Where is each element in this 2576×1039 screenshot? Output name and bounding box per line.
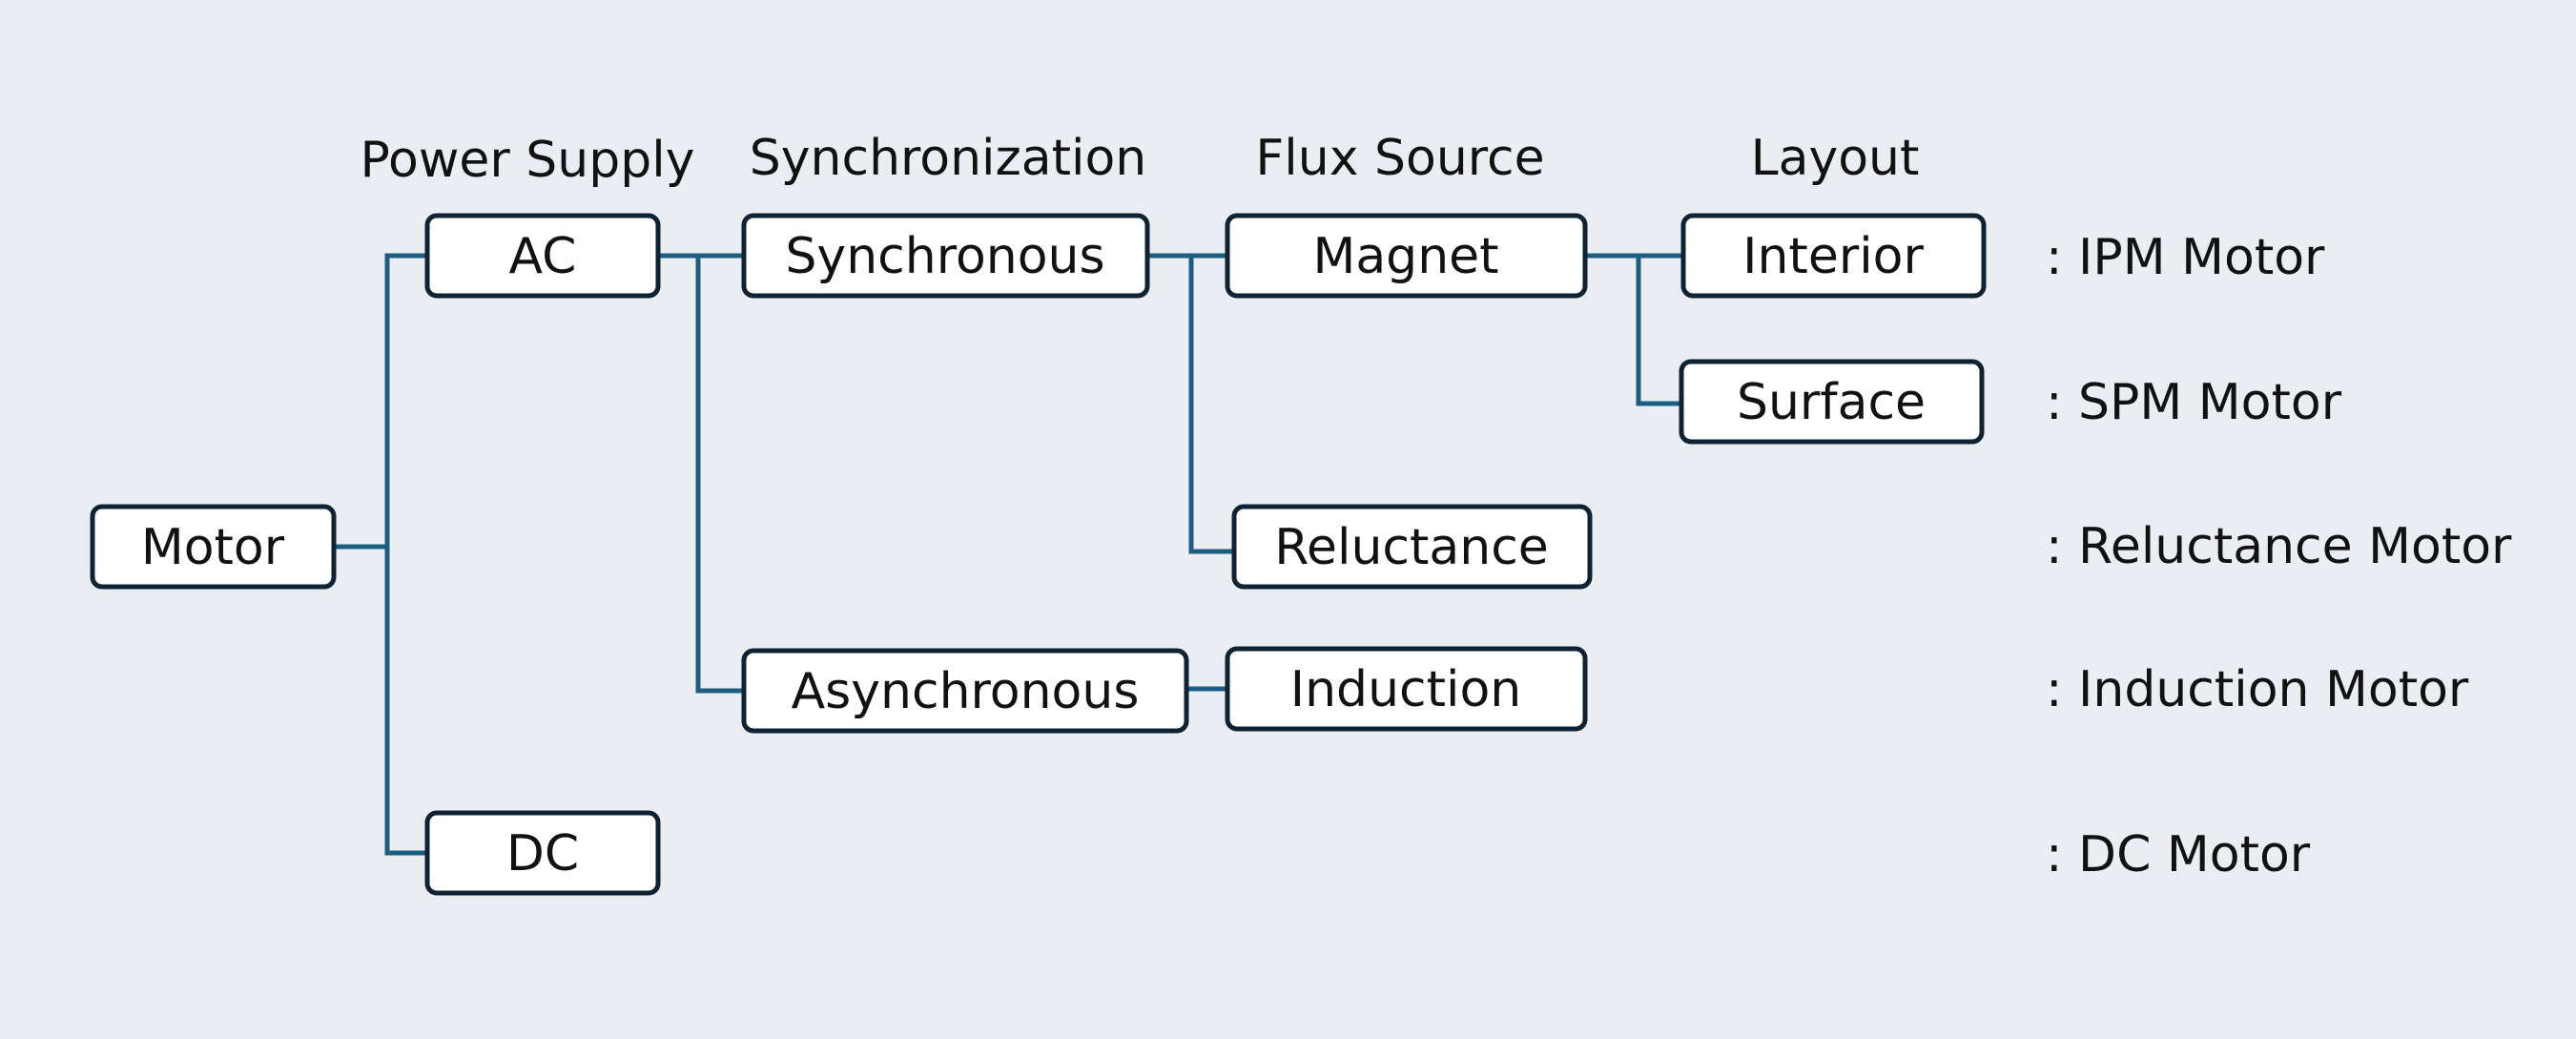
node-synchronous: Synchronous bbox=[741, 213, 1150, 299]
node-surface: Surface bbox=[1679, 359, 1985, 445]
node-reluctance: Reluctance bbox=[1231, 504, 1593, 590]
node-interior: Interior bbox=[1680, 213, 1987, 299]
node-dc: DC bbox=[424, 810, 661, 896]
node-ac-label: AC bbox=[509, 228, 577, 285]
node-asynchronous: Asynchronous bbox=[741, 648, 1189, 734]
node-surface-label: Surface bbox=[1737, 374, 1926, 431]
connectors bbox=[331, 253, 1686, 856]
result-spm-motor: : SPM Motor bbox=[2046, 374, 2342, 431]
node-dc-label: DC bbox=[506, 825, 579, 883]
node-magnet: Magnet bbox=[1225, 213, 1588, 299]
node-interior-label: Interior bbox=[1742, 228, 1924, 285]
result-dc-motor: : DC Motor bbox=[2046, 826, 2311, 883]
result-labels: : IPM Motor : SPM Motor : Reluctance Mot… bbox=[2046, 229, 2512, 883]
column-headers: Power Supply Synchronization Flux Source… bbox=[361, 130, 1920, 189]
node-induction-label: Induction bbox=[1290, 661, 1521, 718]
node-ac: AC bbox=[424, 213, 661, 299]
header-synchronization: Synchronization bbox=[750, 130, 1147, 187]
header-flux-source: Flux Source bbox=[1255, 130, 1544, 187]
result-ipm-motor: : IPM Motor bbox=[2046, 229, 2325, 286]
node-motor: Motor bbox=[90, 504, 337, 590]
header-layout: Layout bbox=[1751, 130, 1920, 187]
node-motor-label: Motor bbox=[141, 519, 285, 576]
header-power-supply: Power Supply bbox=[361, 132, 695, 189]
node-reluctance-label: Reluctance bbox=[1274, 519, 1549, 576]
node-magnet-label: Magnet bbox=[1312, 228, 1498, 285]
node-asynchronous-label: Asynchronous bbox=[792, 663, 1140, 720]
result-reluctance-motor: : Reluctance Motor bbox=[2046, 518, 2512, 575]
node-synchronous-label: Synchronous bbox=[785, 228, 1104, 285]
result-induction-motor: : Induction Motor bbox=[2046, 661, 2469, 718]
node-induction: Induction bbox=[1225, 646, 1588, 732]
